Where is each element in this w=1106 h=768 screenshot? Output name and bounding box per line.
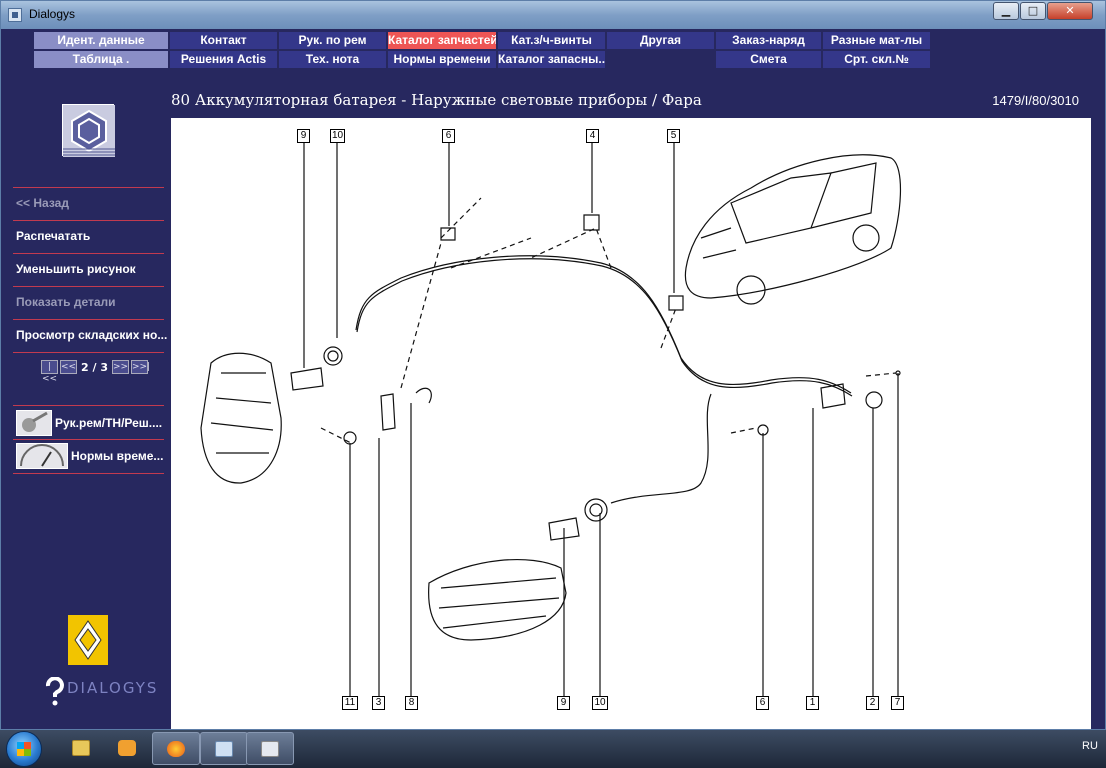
minimize-button[interactable]: ▁	[993, 2, 1019, 20]
notepad-icon	[215, 741, 233, 757]
parts-diagram[interactable]: 9 10 6 4 5 11 3 8 9 10 6 1 2 7	[171, 118, 1091, 729]
sidebar-divider	[13, 473, 164, 474]
pager-last-button[interactable]: >>|	[130, 360, 151, 374]
shrink-image-link[interactable]: Уменьшить рисунок	[16, 262, 136, 276]
callout-8[interactable]: 8	[405, 696, 418, 710]
tab-parts-catalog[interactable]: Каталог запчастей	[388, 32, 497, 49]
tab-spare-catalog[interactable]: Каталог запасны...	[498, 51, 606, 68]
taskbar: RU	[0, 730, 1106, 768]
windows-start-icon[interactable]	[6, 731, 42, 767]
callout-9[interactable]: 9	[557, 696, 570, 710]
wrench-thumb-icon	[16, 410, 52, 436]
labor-times-label: Нормы време...	[71, 449, 164, 463]
pager-prev-button[interactable]: <<	[60, 360, 77, 374]
repair-manual-link[interactable]: Рук.рем/ТН/Реш....	[16, 409, 162, 437]
sidebar-divider	[13, 439, 164, 440]
tab-work-order[interactable]: Заказ-наряд	[716, 32, 822, 49]
callout-2[interactable]: 2	[866, 696, 879, 710]
app-icon	[8, 8, 22, 22]
tab-other[interactable]: Другая	[607, 32, 715, 49]
pager-first-button[interactable]: |<<	[41, 360, 58, 384]
tab-ident-data[interactable]: Идент. данные	[34, 32, 169, 49]
tab-tech-note[interactable]: Тех. нота	[279, 51, 387, 68]
repair-manual-label: Рук.рем/ТН/Реш....	[55, 416, 163, 430]
pager-next-button[interactable]: >>	[111, 360, 129, 374]
callout-10[interactable]: 10	[330, 129, 345, 143]
app-window: Dialogys ▁ □ ✕ Идент. данные Контакт Рук…	[0, 0, 1106, 730]
tab-labor-times[interactable]: Нормы времени	[388, 51, 497, 68]
folder-icon	[72, 740, 90, 756]
tab-misc-materials[interactable]: Разные мат-лы	[823, 32, 931, 49]
callout-9[interactable]: 9	[297, 129, 310, 143]
sidebar-divider	[13, 220, 164, 221]
taskbar-notepad-button[interactable]	[200, 732, 248, 765]
java-icon	[261, 741, 279, 757]
callout-6[interactable]: 6	[442, 129, 455, 143]
callout-6[interactable]: 6	[756, 696, 769, 710]
title-bar[interactable]: Dialogys ▁ □ ✕	[1, 1, 1105, 29]
callout-1[interactable]: 1	[806, 696, 819, 710]
firefox-icon	[167, 741, 185, 757]
callout-10[interactable]: 10	[592, 696, 608, 710]
pager-status: 2 / 3	[81, 360, 108, 374]
sidebar-divider	[13, 286, 164, 287]
page-title: 80 Аккумуляторная батарея - Наружные све…	[171, 91, 702, 109]
sidebar-divider	[13, 187, 164, 188]
tab-table[interactable]: Таблица .	[34, 51, 169, 68]
sidebar-divider	[13, 319, 164, 320]
sidebar-divider	[13, 352, 164, 353]
callout-7[interactable]: 7	[891, 696, 904, 710]
callout-5[interactable]: 5	[667, 129, 680, 143]
language-indicator[interactable]: RU	[1082, 740, 1098, 752]
tab-actis-solutions[interactable]: Решения Actis	[170, 51, 278, 68]
tab-contact[interactable]: Контакт	[170, 32, 278, 49]
media-player-icon	[118, 740, 136, 756]
callout-11[interactable]: 11	[342, 696, 358, 710]
callout-4[interactable]: 4	[586, 129, 599, 143]
sidebar-divider	[13, 253, 164, 254]
print-link[interactable]: Распечатать	[16, 229, 91, 243]
taskbar-firefox-button[interactable]	[152, 732, 200, 765]
labor-times-link[interactable]: Нормы време...	[16, 442, 163, 470]
sidebar-divider	[13, 405, 164, 406]
close-button[interactable]: ✕	[1047, 2, 1093, 20]
taskbar-explorer-button[interactable]	[58, 732, 106, 765]
hex-nut-icon	[62, 104, 115, 157]
diagram-code: 1479/I/80/3010	[992, 93, 1079, 108]
maximize-button[interactable]: □	[1020, 2, 1046, 20]
tab-stock-number[interactable]: Срт. скл.№	[823, 51, 931, 68]
show-details-link[interactable]: Показать детали	[16, 295, 116, 309]
tab-parts-screws[interactable]: Кат.з/ч-винты	[498, 32, 606, 49]
callout-3[interactable]: 3	[372, 696, 385, 710]
tab-estimate[interactable]: Смета	[716, 51, 822, 68]
pager: |<< << 2 / 3 >> >>|	[41, 359, 151, 384]
taskbar-media-button[interactable]	[104, 732, 152, 765]
back-link[interactable]: << Назад	[16, 196, 69, 210]
gauge-thumb-icon	[16, 443, 68, 469]
window-title: Dialogys	[29, 7, 76, 21]
warehouse-numbers-link[interactable]: Просмотр складских но...	[16, 328, 168, 342]
taskbar-java-button[interactable]	[246, 732, 294, 765]
help-icon	[45, 677, 64, 706]
renault-logo-icon	[68, 615, 108, 665]
tab-repair-manual[interactable]: Рук. по рем	[279, 32, 387, 49]
dialogys-brand: DIALOGYS	[67, 679, 159, 697]
diagram-drawing	[200, 143, 902, 703]
